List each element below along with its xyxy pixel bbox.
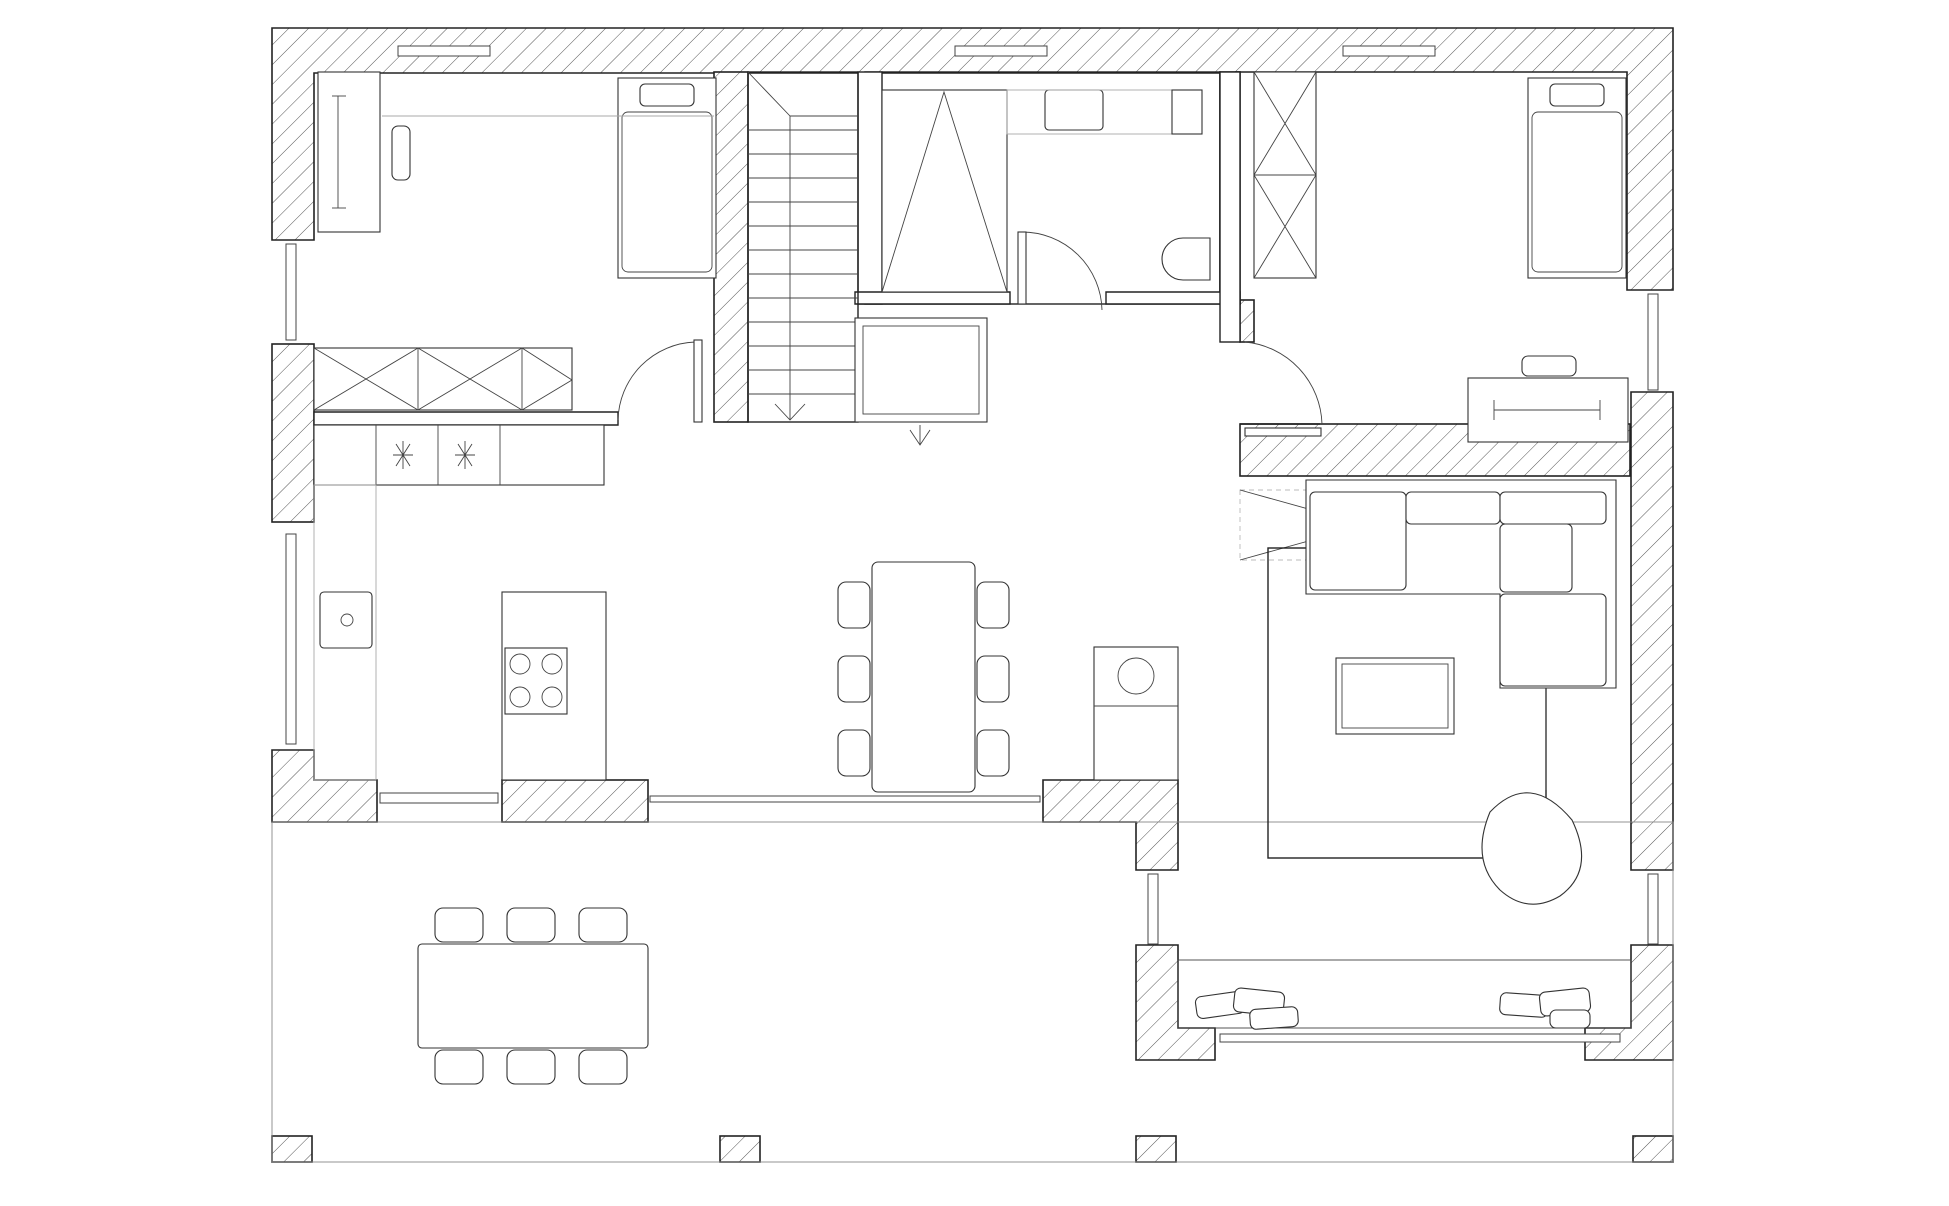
kitchen-sink [319,591,373,649]
bay-window-glazing [1219,1033,1621,1043]
desk-chair-right [1521,355,1577,377]
terrace-chair [506,907,556,943]
burner-icon [541,686,563,708]
kitchen-south-pier [501,779,649,823]
stair-direction-arrow [774,403,806,421]
window-left-upper [285,243,297,341]
terrace-chair [434,907,484,943]
tv-unit [1239,489,1367,561]
toilet [1161,237,1211,281]
desk-chair-left [391,125,411,181]
terrace-chair [434,1049,484,1085]
terrace-chair [578,907,628,943]
door-swing-bathroom [1021,231,1103,311]
right-exterior-wall [1630,391,1674,871]
burner-icon [509,686,531,708]
door-leaf-left-bedroom [693,339,703,423]
terrace-outline [271,821,1674,1163]
storage-cabinet [854,317,988,423]
bay-window-right-wall [1584,944,1674,1061]
dining-chair [837,655,871,703]
terrace-dining [417,907,649,1085]
terrace-chair [506,1049,556,1085]
door-swing-right-bedroom [1244,341,1323,425]
column-4 [1632,1135,1674,1163]
cushions-right [1499,987,1592,1029]
door-leaf-right-bedroom [1244,427,1322,437]
bath-cabinet [1171,89,1203,135]
pillow-left [639,83,695,107]
appliance-marks [393,441,475,469]
dining-chair [837,581,871,629]
dining-chair [837,729,871,777]
right-bedroom [1253,71,1629,443]
shower [881,89,1008,293]
bedroom-door-jamb [1239,299,1255,343]
window-top-center [954,45,1048,57]
column-2 [719,1135,761,1163]
coffee-table [1335,657,1455,735]
window-kitchen-south [379,792,499,804]
stair-winder [747,71,791,420]
window-left-middle [285,533,297,745]
burner-icon [541,653,563,675]
upper-cabinets [313,347,573,411]
terrace-chair [578,1049,628,1085]
dining-chair [976,655,1010,703]
counter-left [313,484,377,781]
column-3 [1135,1135,1177,1163]
stair-wall-left [713,71,749,423]
bathroom [881,89,1211,293]
bathroom-sink [1044,89,1104,131]
window-top-right [1342,45,1436,57]
cooktop [504,647,568,715]
left-wall-lower-corner [271,749,378,823]
column-1 [271,1135,313,1163]
bath-wall-left [857,71,883,305]
partitions [271,71,1674,1163]
window-bay-left [1147,873,1159,945]
bay-window-seat [1177,959,1632,1030]
door-leaf-bathroom [1017,231,1027,305]
cooktop-burners [509,653,563,708]
left-wall-middle [271,343,315,523]
staircase [747,71,858,421]
doors [617,231,1323,437]
door-swing-left-bedroom [617,341,696,421]
living-south-pier [1042,779,1179,871]
washing-machine [1093,646,1179,781]
living-room [1239,479,1617,905]
kitchen [313,347,607,781]
left-bedroom [317,71,717,279]
pillow-right [1549,83,1605,107]
dining-area [837,561,1010,793]
bed-left [617,77,717,279]
sliding-door-south [649,795,1041,803]
terrace-table [417,943,649,1049]
window-right-upper [1647,293,1659,391]
staircase-outline [747,71,859,423]
window-top-left [397,45,491,57]
bed-right [1527,77,1627,279]
dining-table [871,561,976,793]
burner-icon [509,653,531,675]
windows [285,45,1659,1043]
dining-chair [976,729,1010,777]
window-right-lower [1647,873,1659,945]
cushions-left [1194,987,1299,1030]
dining-chair [976,581,1010,629]
armchair [1481,792,1583,905]
desk-left [317,71,381,233]
window-bench [1177,959,1632,1029]
